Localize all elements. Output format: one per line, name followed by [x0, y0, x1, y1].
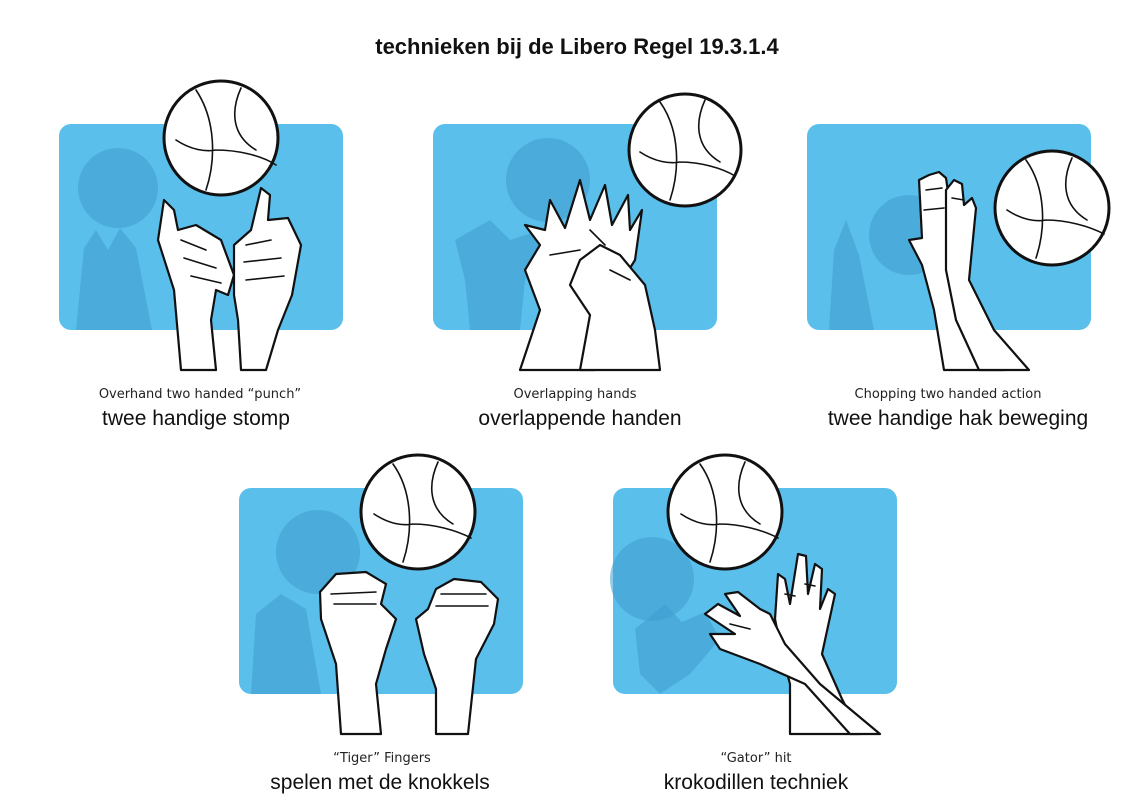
gator-hands-icon	[610, 453, 897, 736]
volleyball-icon	[162, 79, 280, 197]
chopping-hands-icon	[807, 124, 1111, 372]
hands	[518, 178, 662, 372]
shadow-hands	[455, 220, 548, 330]
technique-panel-chopping	[804, 80, 1111, 372]
shadow-hands	[635, 604, 720, 694]
page-title: technieken bij de Libero Regel 19.3.1.4	[375, 34, 779, 59]
caption-dutch: overlappende handen	[478, 407, 682, 430]
shadow-ball	[610, 537, 694, 621]
shadow-hands	[76, 228, 152, 330]
caption-english: “Tiger” Fingers	[333, 751, 431, 766]
technique-panel-punch	[56, 79, 356, 372]
technique-panel-gator	[610, 444, 910, 736]
technique-panel-tiger-fingers	[236, 444, 536, 736]
caption-english: “Gator” hit	[720, 751, 792, 766]
punch-hands-icon	[59, 79, 343, 372]
volleyball-icon	[627, 92, 743, 208]
hands	[907, 170, 1031, 372]
overlapping-hands-icon	[433, 92, 743, 372]
hands	[156, 186, 303, 372]
shadow-hands	[251, 594, 321, 694]
caption-english: Overlapping hands	[513, 387, 637, 402]
caption-english: Chopping two handed action	[854, 387, 1042, 402]
technique-panel-overlapping	[430, 80, 743, 372]
shadow-hands	[829, 220, 874, 330]
hands	[703, 552, 882, 736]
volleyball-icon	[359, 453, 477, 571]
shadow-ball	[506, 138, 590, 222]
volleyball-icon	[993, 149, 1111, 267]
shadow-ball	[78, 148, 158, 228]
caption-dutch: krokodillen techniek	[663, 771, 849, 794]
caption-dutch: twee handige hak beweging	[827, 407, 1089, 430]
volleyball-icon	[666, 453, 784, 571]
caption-dutch: spelen met de knokkels	[270, 771, 490, 794]
caption-english: Overhand two handed “punch”	[98, 387, 302, 402]
hands	[318, 570, 500, 736]
caption-dutch: twee handige stomp	[102, 407, 290, 430]
tiger-fingers-icon	[239, 453, 523, 736]
